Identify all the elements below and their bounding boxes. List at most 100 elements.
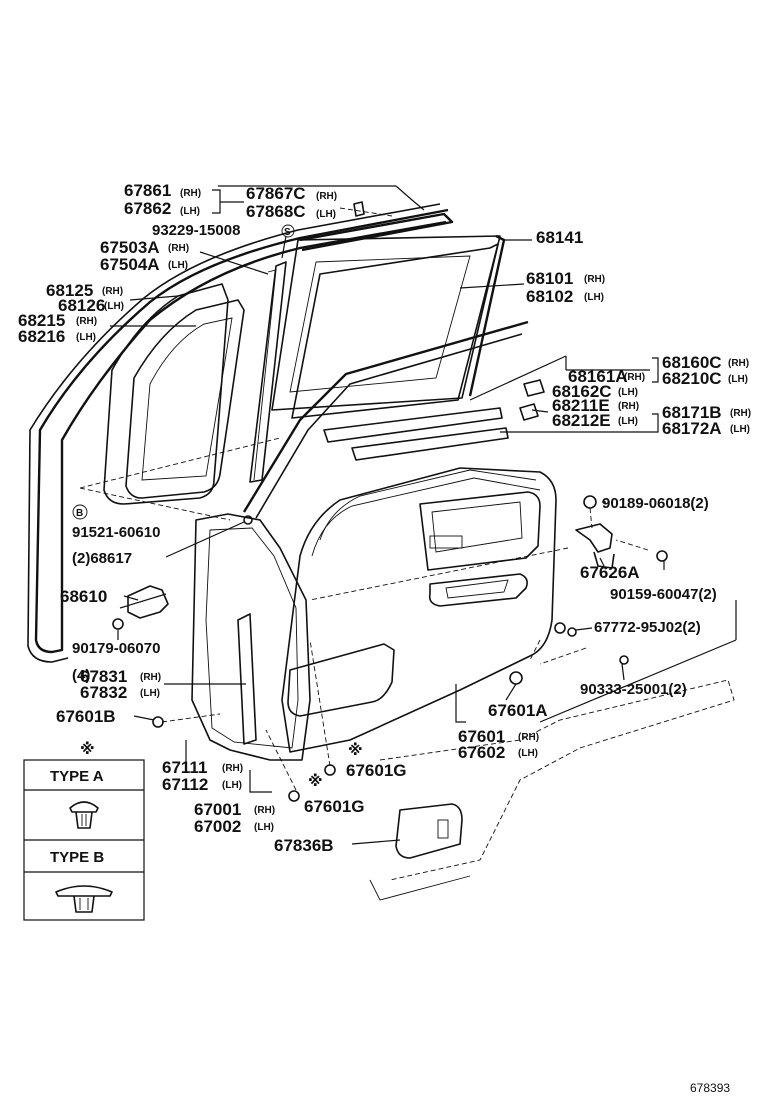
part-illustrations <box>27 201 735 901</box>
label-67112-side: (LH) <box>222 780 242 791</box>
glass-run-outer <box>299 212 454 252</box>
label-68216: 68216 <box>18 327 65 346</box>
label-circle-s: S <box>284 227 291 238</box>
trim-panel-upper <box>319 469 537 541</box>
label-67602-side: (LH) <box>518 748 538 759</box>
label-circle-b: B <box>76 508 83 519</box>
label-68210c-side: (LH) <box>728 374 748 385</box>
label-90159: 90159-60047(2) <box>610 586 717 603</box>
outer-weatherstrip-inner <box>27 203 441 663</box>
label-68126: 68126 <box>58 296 105 315</box>
label-68160c: 68160C <box>662 353 722 372</box>
label-67601: 67601 <box>458 727 505 746</box>
label-68102: 68102 <box>526 287 573 306</box>
screw-90333 <box>619 655 629 665</box>
label-68161a-side: (RH) <box>624 372 645 383</box>
label-67862: 67862 <box>124 199 171 218</box>
power-window-switch <box>429 535 463 549</box>
label-68211e-side: (RH) <box>618 401 639 412</box>
label-67831-side: (RH) <box>140 672 161 683</box>
clip-68617 <box>243 515 253 525</box>
clip-67601g1 <box>324 764 336 776</box>
label-68216-side: (LH) <box>76 332 96 343</box>
outer-weatherstrip <box>34 208 449 654</box>
trim-panel-upper2 <box>311 477 541 557</box>
label-67001-side: (RH) <box>254 805 275 816</box>
label-68141: 68141 <box>536 228 583 247</box>
run-channel <box>468 234 506 397</box>
division-bar <box>249 261 287 483</box>
asterisk-mark-1: ※ <box>348 741 363 759</box>
label-68162c: 68162C <box>552 382 612 401</box>
label-68617: (2)68617 <box>72 550 132 567</box>
bracket-68171b <box>519 403 539 421</box>
label-67503a: 67503A <box>100 238 160 257</box>
clip-90179 <box>112 618 124 630</box>
door-check-arm <box>119 593 167 609</box>
inside-handle-inner <box>445 579 509 599</box>
label-67602: 67602 <box>458 743 505 762</box>
label-67832: 67832 <box>80 683 127 702</box>
label-68211e: 68211E <box>552 396 610 415</box>
label-67111: 67111 <box>162 758 207 777</box>
label-90333: 90333-25001(2) <box>580 681 687 698</box>
label-67601g-2: 67601G <box>304 797 365 816</box>
label-68212e: 68212E <box>552 411 611 430</box>
legend-type-a: TYPE A <box>50 768 104 785</box>
circle-b-mark <box>72 504 88 520</box>
door-shell <box>191 513 311 761</box>
label-67867c-side: (RH) <box>316 191 337 202</box>
door-check <box>127 585 169 619</box>
lower-door-extension <box>379 679 735 881</box>
label-68102-side: (LH) <box>584 292 604 303</box>
asterisk-mark-2: ※ <box>308 772 323 790</box>
quarter-frame-inner2 <box>141 317 233 481</box>
window-glass <box>289 255 471 393</box>
label-68172a-side: (LH) <box>730 424 750 435</box>
label-68160c-side: (RH) <box>728 358 749 369</box>
type-b-clip-icon <box>55 885 113 913</box>
label-qty-4: (4) <box>72 667 90 684</box>
label-67111-side: (RH) <box>222 763 243 774</box>
label-67868c-side: (LH) <box>316 209 336 220</box>
clip-67867c <box>353 201 365 217</box>
label-67832-side: (LH) <box>140 688 160 699</box>
door-glass <box>291 243 499 419</box>
label-67112: 67112 <box>162 775 208 794</box>
label-67836b: 67836B <box>274 836 334 855</box>
label-67504a: 67504A <box>100 255 160 274</box>
figure-number: 678393 <box>690 1081 730 1095</box>
clip-67601a <box>509 671 523 685</box>
door-pocket <box>287 643 395 717</box>
label-68171b-side: (RH) <box>730 408 751 419</box>
label-67503a-side: (RH) <box>168 243 189 254</box>
label-91521: 91521-60610 <box>72 524 160 541</box>
label-67868c: 67868C <box>246 202 306 221</box>
belt-weatherstrip-inner <box>351 427 509 461</box>
label-68126-side: (LH) <box>104 301 124 312</box>
weatherstrip-67831 <box>237 613 257 745</box>
clip-67601b <box>152 716 164 728</box>
label-68610: 68610 <box>60 587 107 606</box>
legend-type-b: TYPE B <box>50 849 104 866</box>
hinge-bracket <box>575 523 613 553</box>
type-a-clip-icon <box>69 801 99 829</box>
label-68215-side: (RH) <box>76 316 97 327</box>
label-67601b: 67601B <box>56 707 116 726</box>
hinge-bracket-arm <box>593 551 615 569</box>
label-68212e-side: (LH) <box>618 416 638 427</box>
armrest-inner <box>431 501 523 553</box>
label-67002-side: (LH) <box>254 822 274 833</box>
door-frame-lower <box>369 875 471 901</box>
label-68125-side: (RH) <box>102 286 123 297</box>
label-90189: 90189-06018(2) <box>602 495 709 512</box>
label-67504a-side: (LH) <box>168 260 188 271</box>
label-68171b: 68171B <box>662 403 722 422</box>
map-pocket-slot <box>437 819 449 839</box>
leader-lines <box>79 185 737 845</box>
armrest-pocket <box>419 491 541 571</box>
part-labels: 67861 (RH) 67862 (LH) 67867C (RH) 67868C… <box>18 181 751 855</box>
label-93229: 93229-15008 <box>152 222 240 239</box>
label-67601a: 67601A <box>488 701 548 720</box>
door-shell-inner <box>205 527 299 749</box>
